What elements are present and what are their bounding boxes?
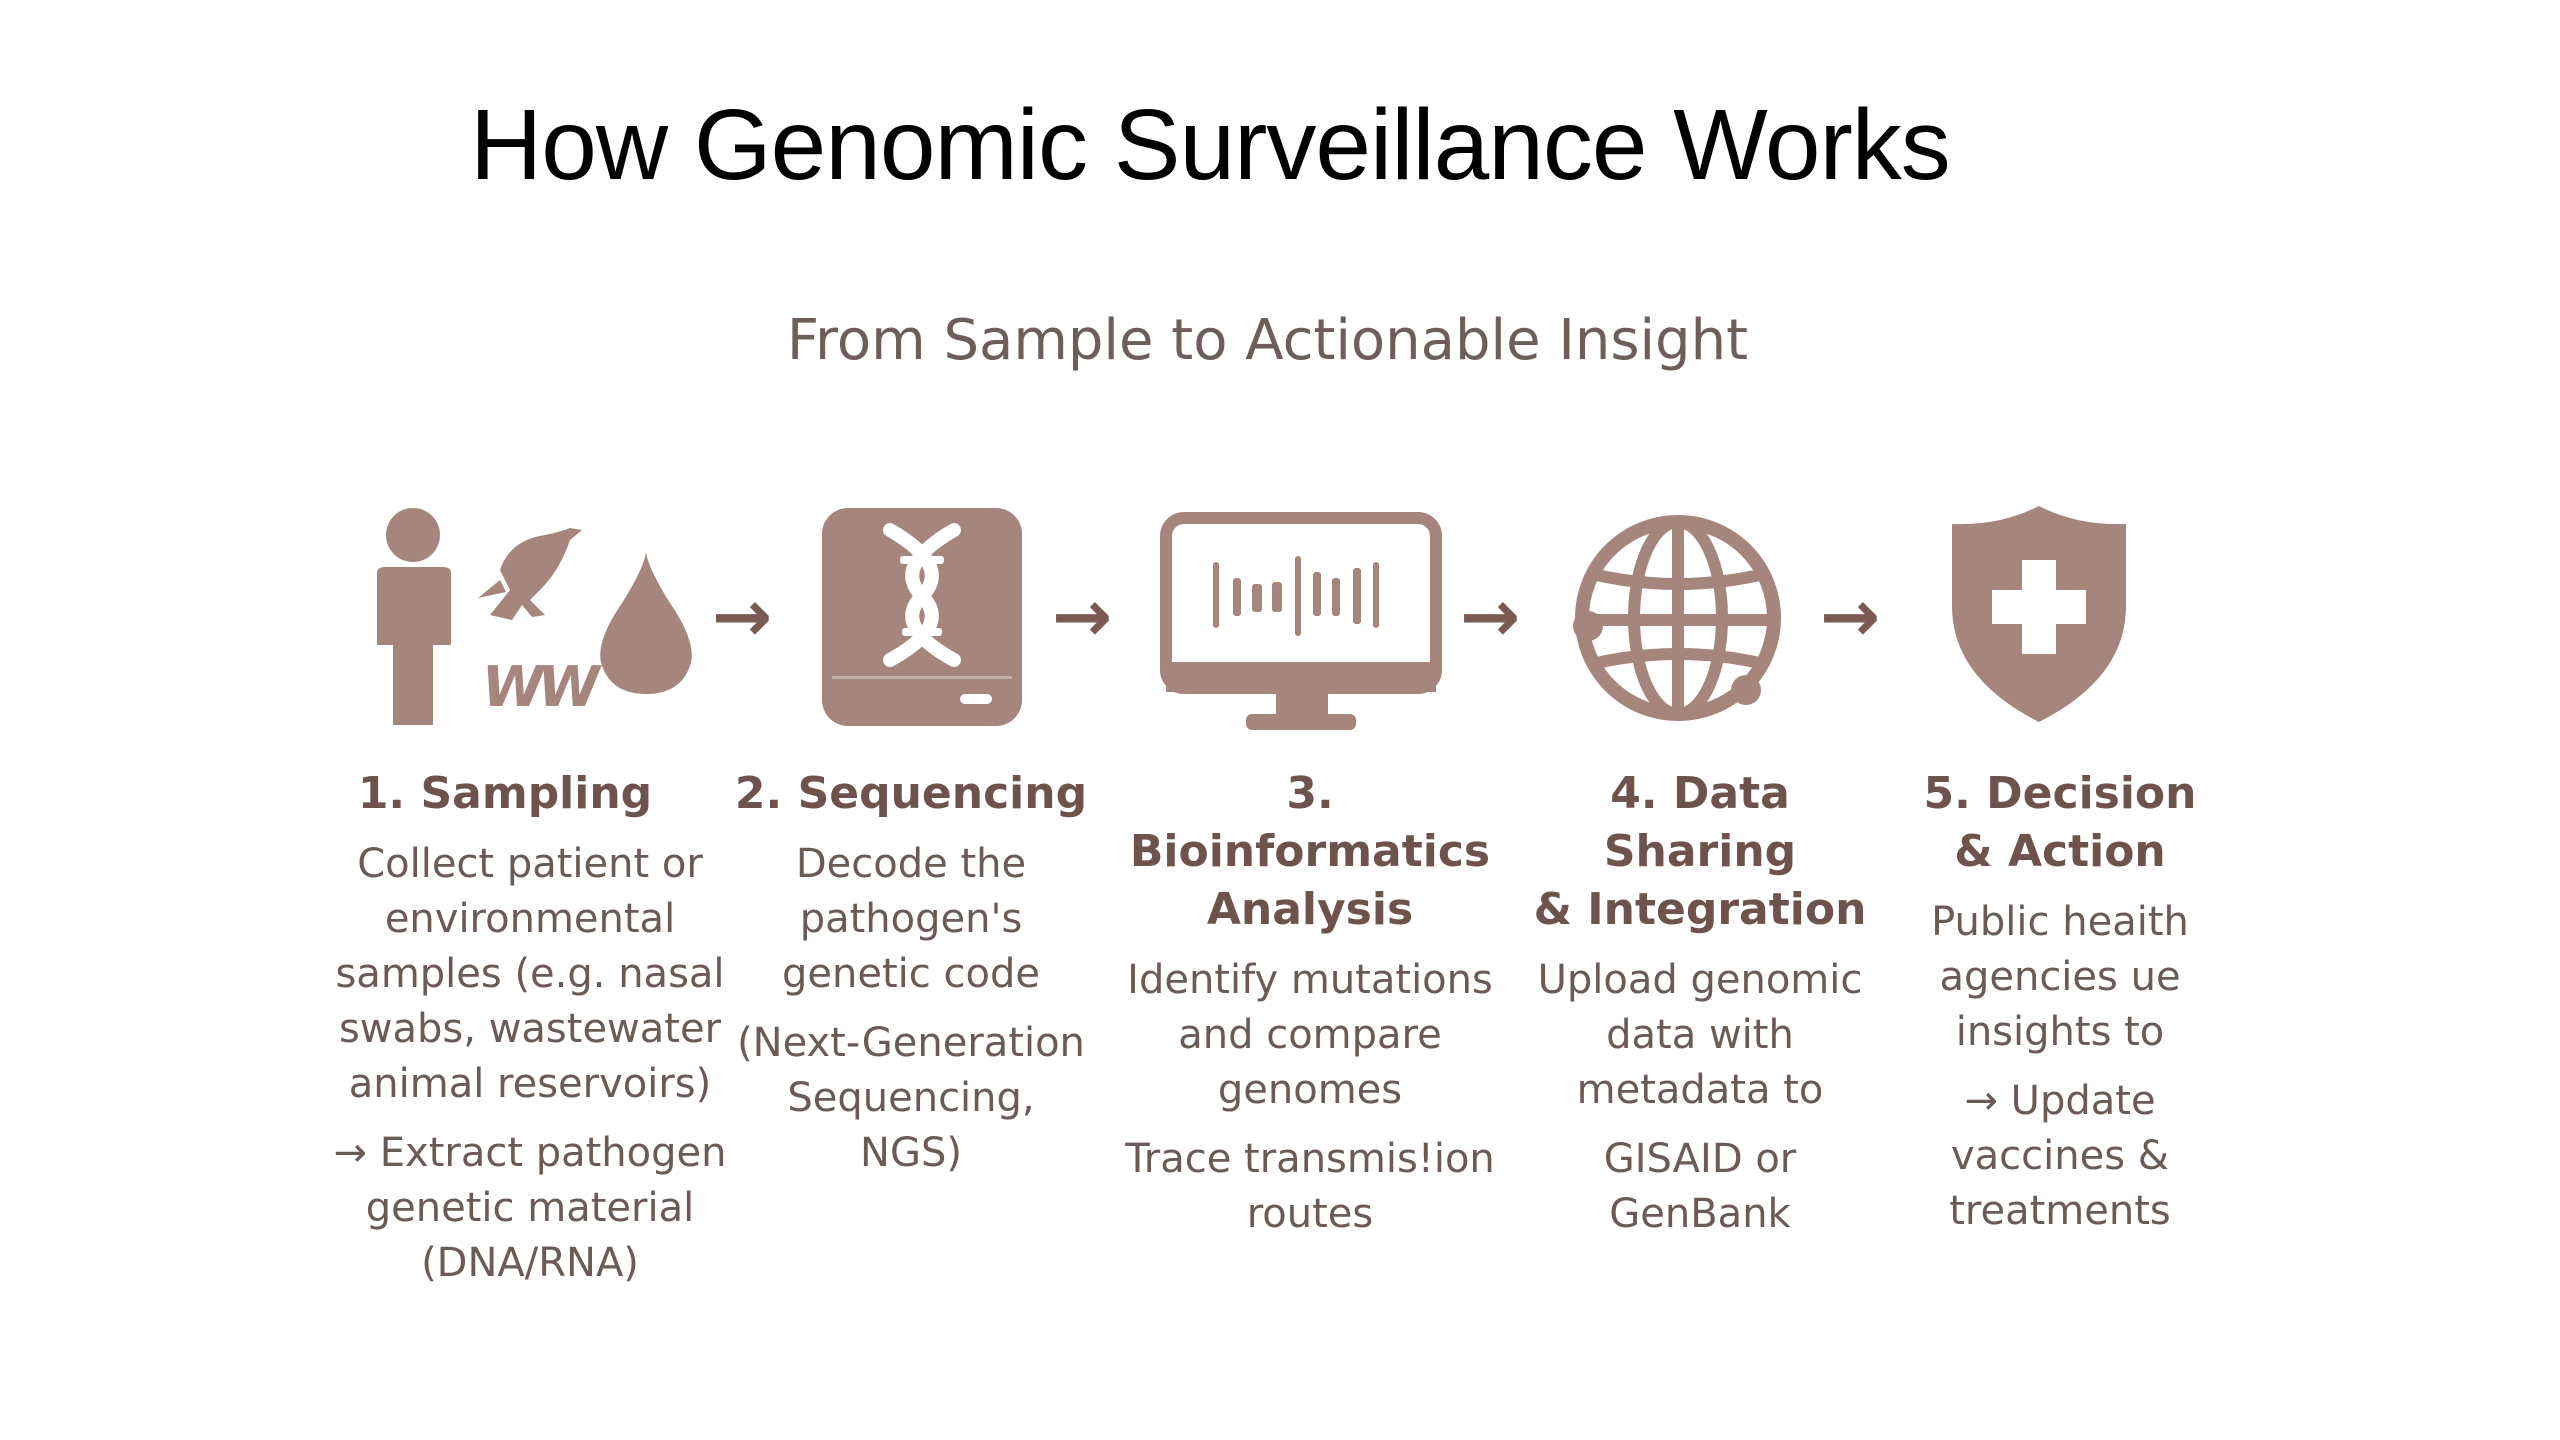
person-icon: [377, 508, 451, 725]
sequencer-dna-icon: [822, 508, 1022, 726]
step-description: Identify mutations and compare genomes: [1127, 957, 1493, 1113]
step-detail: → Extract pathogen genetic material (DNA…: [333, 1130, 727, 1286]
step-title: 4. Data Sharing & Integration: [1533, 768, 1867, 935]
monitor-barcode-icon: [1160, 512, 1442, 730]
globe-icon: [1573, 515, 1781, 721]
shield-cross-icon: [1952, 506, 2126, 722]
step-data-sharing: 4. Data Sharing & Integration Upload gen…: [1510, 765, 1890, 1256]
step-detail: Trace transmis!ion routes: [1125, 1136, 1495, 1237]
step-title: 1. Sampling: [357, 768, 653, 819]
step-detail: → Update vaccines & treatments: [1949, 1078, 2171, 1234]
flow-arrow-2: →: [1052, 574, 1113, 658]
step-sampling: 1. Sampling Collect patient or environme…: [320, 765, 740, 1305]
flow-arrow-4: →: [1820, 574, 1881, 658]
flow-arrow-3: →: [1460, 574, 1521, 658]
step-title: 2. Sequencing: [734, 768, 1088, 819]
diagram-subtitle: From Sample to Actionable Insight: [786, 308, 1749, 373]
wastewater-wave-icon: WW: [476, 655, 600, 720]
step-detail: (Next-Generation Sequencing, NGS): [737, 1020, 1085, 1176]
bird-icon: [478, 528, 582, 620]
step-description: Upload genomic data with metadata to: [1537, 957, 1863, 1113]
step-title: 5. Decision & Action: [1923, 768, 2197, 877]
step-title: 3. Bioinformatics Analysis: [1129, 768, 1491, 935]
droplet-icon: [600, 552, 692, 694]
step-decision: 5. Decision & Action Public heaith agenc…: [1895, 765, 2225, 1253]
flow-arrow-1: →: [712, 574, 773, 658]
step-description: Public heaith agencies ue insights to: [1931, 899, 2189, 1055]
step-detail: GISAID or GenBank: [1603, 1136, 1797, 1237]
step-description: Collect patient or environmental samples…: [335, 841, 725, 1107]
step-bioinformatics: 3. Bioinformatics Analysis Identify muta…: [1110, 765, 1510, 1256]
step-description: Decode the pathogen's genetic code: [782, 841, 1040, 997]
step-sequencing: 2. Sequencing Decode the pathogen's gene…: [726, 765, 1096, 1195]
slide-title: How Genomic Surveillance Works: [470, 89, 1951, 201]
